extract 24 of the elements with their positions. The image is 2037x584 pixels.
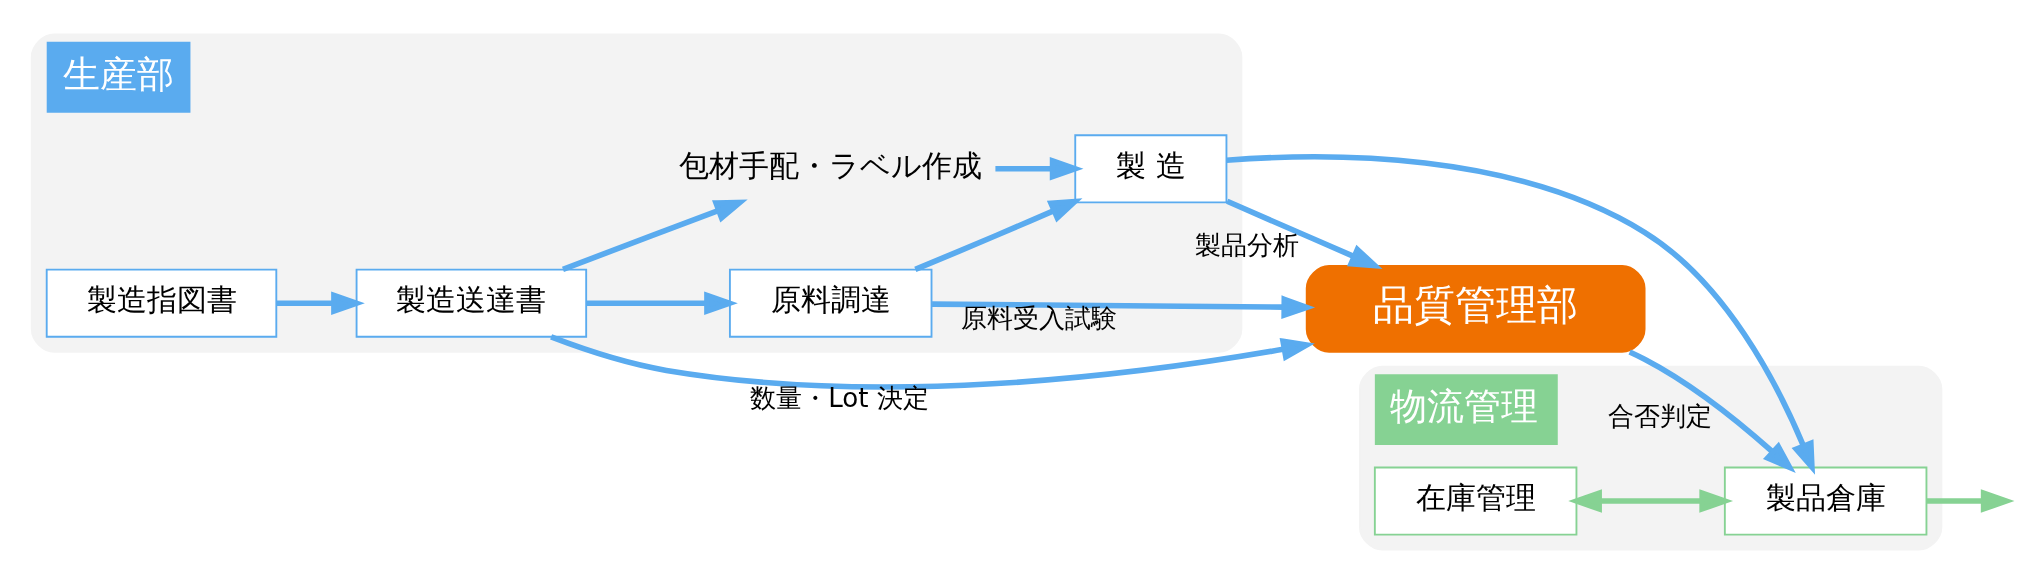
edge-label: 数量・Lot 決定 [750, 383, 929, 414]
arrow [914, 198, 1083, 272]
edge-label: 原料受入試験 [961, 302, 1118, 333]
arrow [1628, 349, 1796, 474]
node-box: 原料調達 [728, 268, 933, 338]
node-box: 品質管理部 [1305, 264, 1646, 353]
node-text: 包材手配・ラベル作成 [679, 147, 983, 183]
edge-label: 合否判定 [1608, 400, 1713, 431]
arrow [562, 199, 748, 272]
arrow [932, 295, 1316, 319]
arrow [550, 334, 1315, 390]
arrow [1568, 489, 1734, 513]
node-box: 製造送達書 [355, 268, 588, 338]
arrow [1226, 198, 1383, 269]
arrow [995, 157, 1084, 181]
node-box: 製造指図書 [45, 268, 278, 338]
arrow [276, 291, 365, 315]
node-box: 在庫管理 [1373, 466, 1578, 536]
node-box: 製 造 [1074, 134, 1228, 204]
edge-label: 製品分析 [1194, 230, 1299, 261]
node-box: 製品倉庫 [1723, 466, 1928, 536]
arrow [1926, 489, 2015, 513]
arrow [1226, 154, 1816, 475]
arrow [586, 291, 738, 315]
